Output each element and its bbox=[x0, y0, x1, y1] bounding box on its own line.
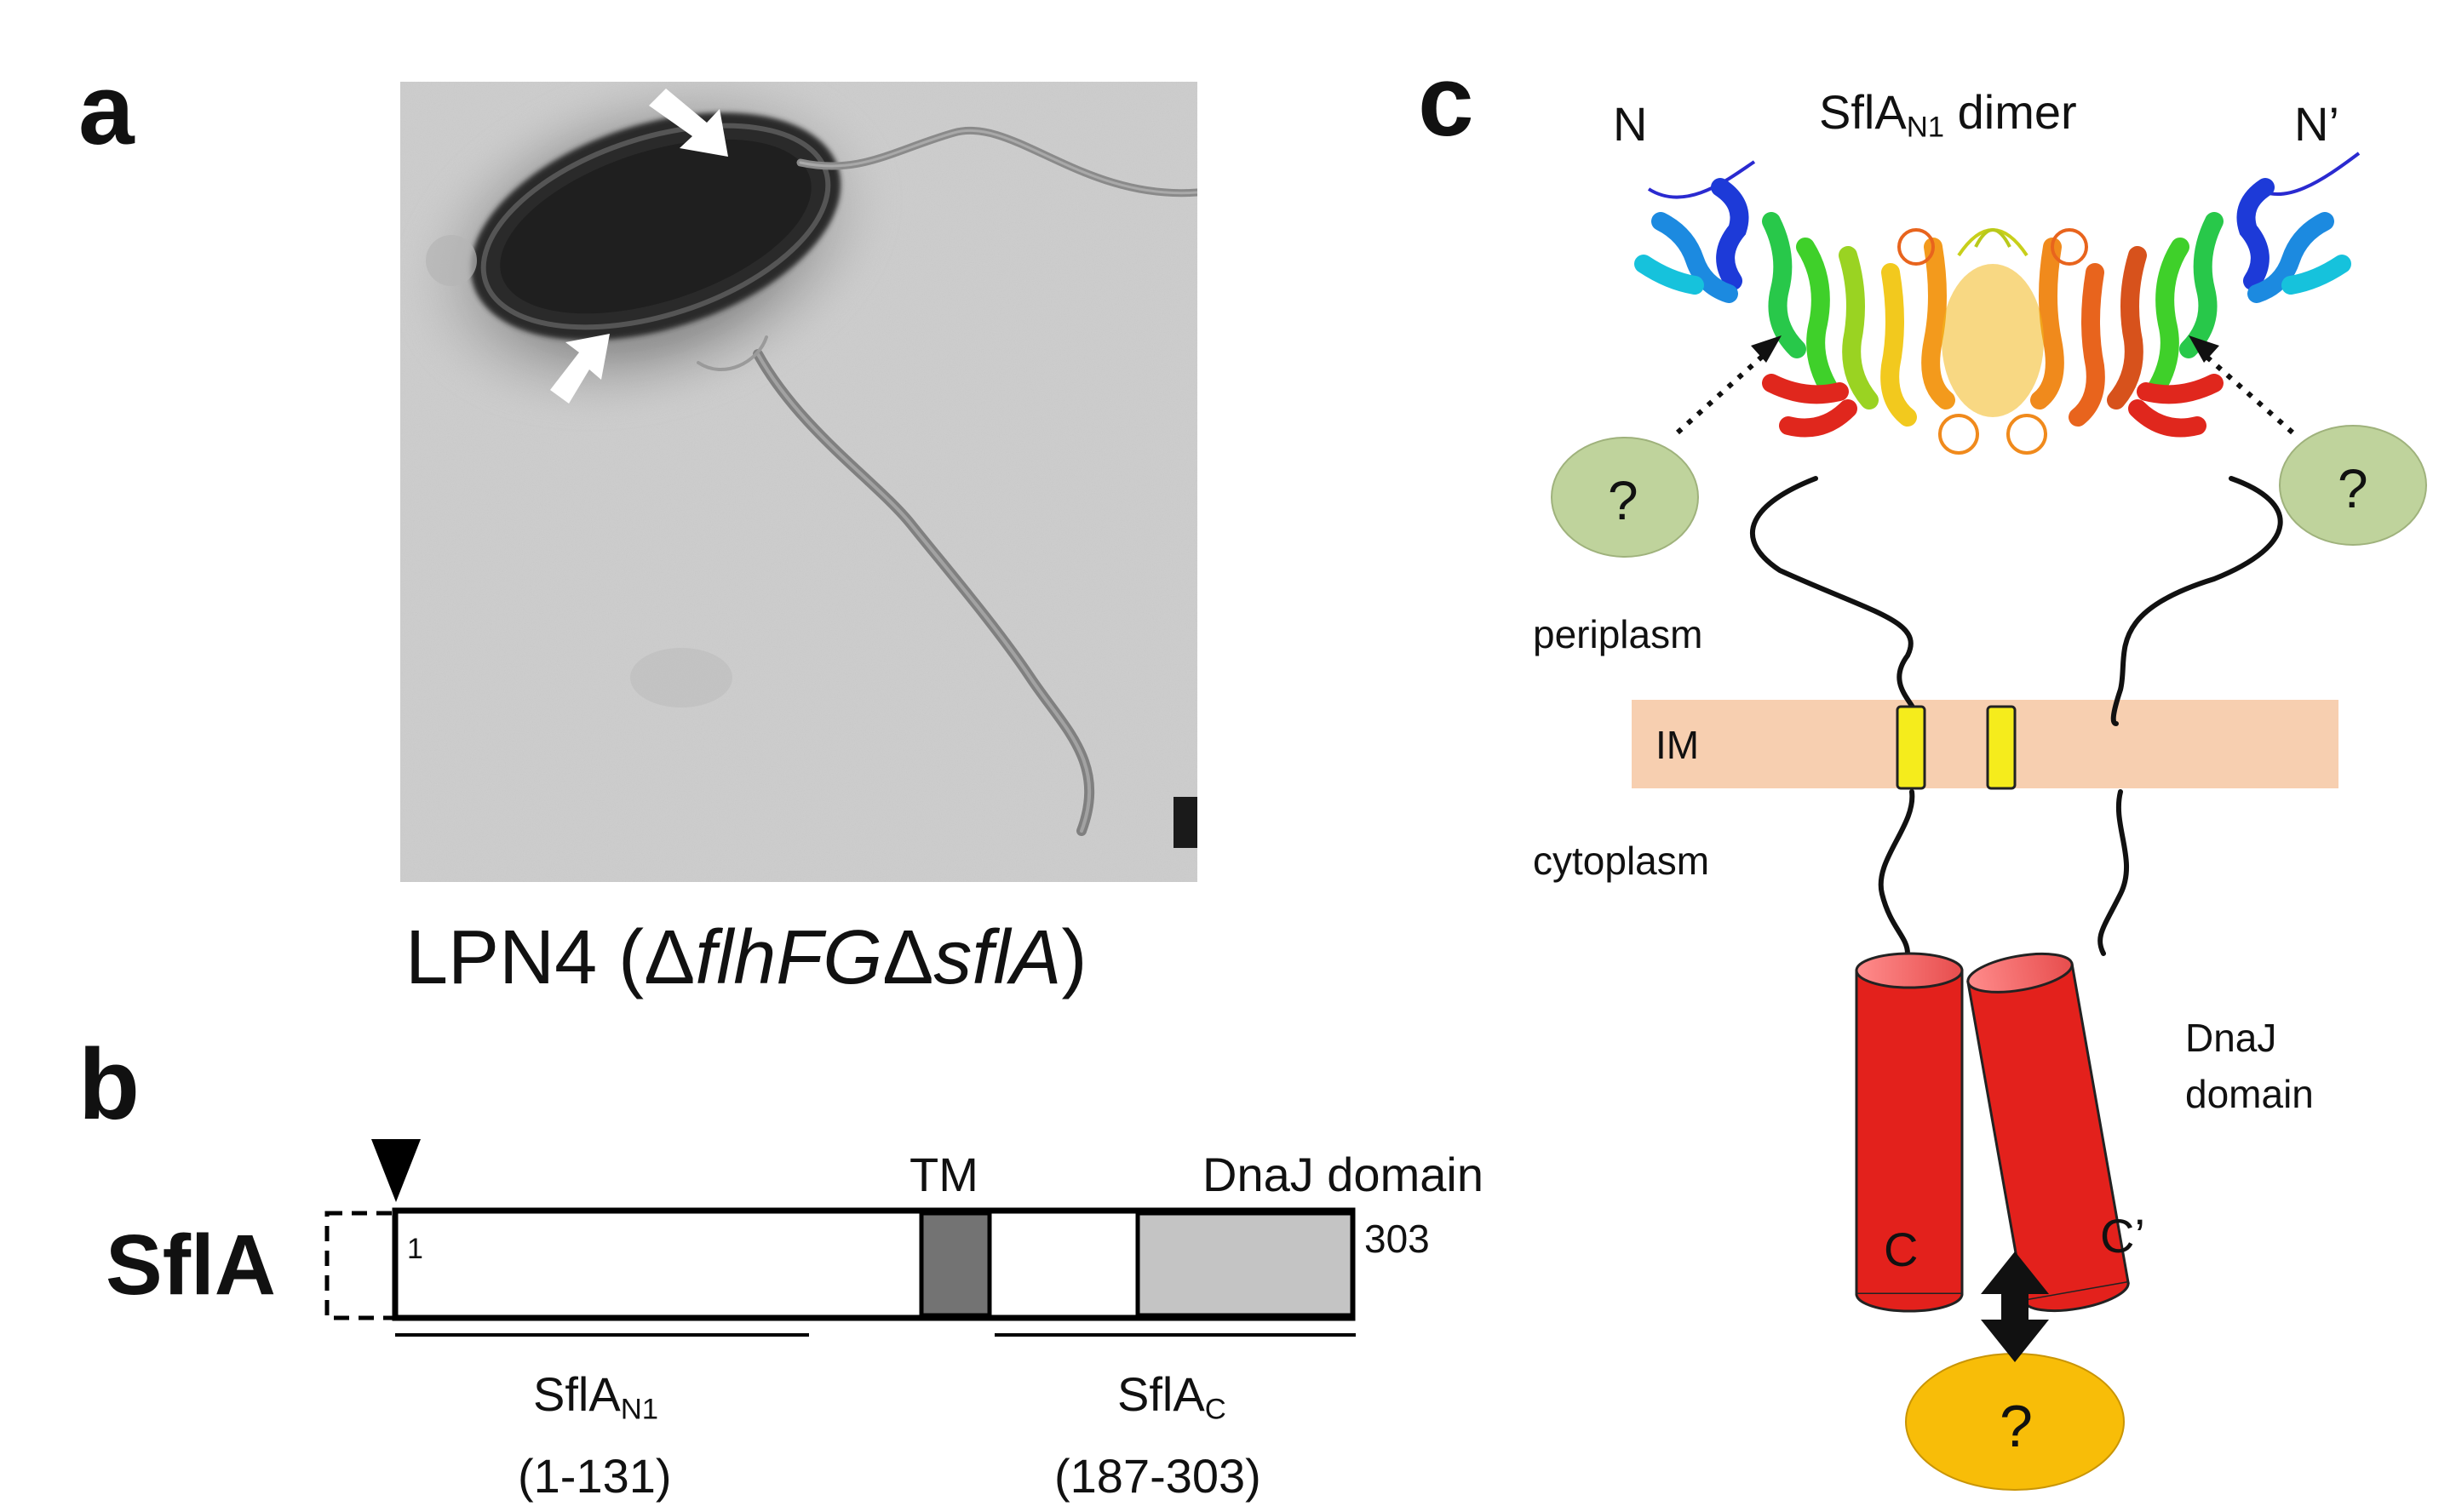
domain-diagram bbox=[324, 1139, 1356, 1337]
tm-helix-left bbox=[1896, 705, 1926, 790]
c-terminus-right: C’ bbox=[2100, 1209, 2145, 1263]
bacterium-cell bbox=[470, 112, 841, 341]
position-end: 303 bbox=[1364, 1217, 1430, 1261]
cleavage-site-marker bbox=[371, 1139, 421, 1202]
caption-close-paren: ) bbox=[1061, 915, 1087, 1000]
sfla-c-name: SflA bbox=[1117, 1367, 1205, 1421]
sfla-c-subscript: C bbox=[1204, 1393, 1226, 1426]
tm-helix-right bbox=[1986, 705, 2017, 790]
sfla-n1-range: (1-131) bbox=[518, 1449, 672, 1503]
sfla-c-range: (187-303) bbox=[1054, 1449, 1261, 1503]
caption-delta: Δ bbox=[882, 915, 934, 1000]
dimer-title: SflAN1 dimer bbox=[1819, 89, 2077, 144]
protein-name: SflA bbox=[106, 1217, 276, 1313]
c-terminus-left: C bbox=[1884, 1223, 1919, 1276]
n-terminus-right: N’ bbox=[2294, 97, 2339, 151]
sfla-n1-name: SflA bbox=[533, 1367, 621, 1421]
tm-segment bbox=[919, 1211, 992, 1318]
sfla-n1-subscript: N1 bbox=[620, 1393, 659, 1426]
dnaj-cylinder-left bbox=[1855, 952, 1964, 1313]
signal-peptide-box bbox=[324, 1211, 399, 1320]
panel-letter-a: a bbox=[78, 54, 135, 166]
dotted-arrow-left bbox=[1675, 335, 1782, 435]
inner-membrane-label: IM bbox=[1656, 723, 1700, 767]
caption-strain: LPN4 (Δ bbox=[405, 915, 696, 1000]
tm-label: TM bbox=[910, 1148, 978, 1201]
unknown-partner-periplasm-left bbox=[1551, 437, 1699, 558]
cytoplasm-label: cytoplasm bbox=[1533, 839, 1710, 883]
caption-gene-sfla: sflA bbox=[933, 915, 1062, 1000]
caption-gene-flhfg: flhFG bbox=[695, 915, 883, 1000]
partner-question-bottom: ? bbox=[2000, 1393, 2033, 1459]
electron-micrograph bbox=[400, 82, 1197, 882]
periplasm-label: periplasm bbox=[1533, 612, 1703, 656]
n-terminus-left: N bbox=[1613, 97, 1648, 151]
dotted-arrow-right bbox=[2189, 335, 2294, 435]
dimer-title-subscript: N1 bbox=[1906, 111, 1945, 144]
sfla-n1-label: SflAN1 bbox=[533, 1371, 659, 1426]
arrow-indicator-bottom bbox=[550, 334, 610, 404]
micrograph-caption: LPN4 (ΔflhFGΔsflA) bbox=[405, 919, 1087, 996]
linker-chains bbox=[1750, 476, 2283, 956]
panel-letter-c: c bbox=[1418, 45, 1474, 158]
position-start: 1 bbox=[407, 1233, 423, 1265]
sfla-n1-dimer-structure bbox=[1634, 152, 2361, 455]
dnaj-domain-label: DnaJ domain bbox=[1202, 1148, 1483, 1201]
sfla-c-bar bbox=[995, 1333, 1356, 1337]
partner-question-left: ? bbox=[1608, 470, 1638, 531]
dimer-title-suffix: dimer bbox=[1944, 85, 2077, 139]
dnaj-label-line2: domain bbox=[2185, 1072, 2314, 1116]
model-schematic bbox=[1551, 152, 2427, 1491]
flagella bbox=[697, 126, 1197, 836]
sfla-c-label: SflAC bbox=[1117, 1371, 1226, 1426]
panel-letter-b: b bbox=[78, 1028, 141, 1141]
sfla-n1-bar bbox=[395, 1333, 809, 1337]
inner-membrane-band bbox=[1632, 700, 2338, 788]
dnaj-label-line1: DnaJ bbox=[2185, 1016, 2277, 1060]
dnaj-segment bbox=[1135, 1211, 1355, 1318]
arrow-indicator-top bbox=[649, 89, 728, 157]
unknown-partner-periplasm-right bbox=[2279, 425, 2427, 546]
double-headed-arrow bbox=[1981, 1251, 2049, 1362]
dnaj-cylinder-right bbox=[1966, 952, 2130, 1313]
partner-question-right: ? bbox=[2338, 458, 2368, 519]
dimer-title-name: SflA bbox=[1819, 85, 1907, 139]
